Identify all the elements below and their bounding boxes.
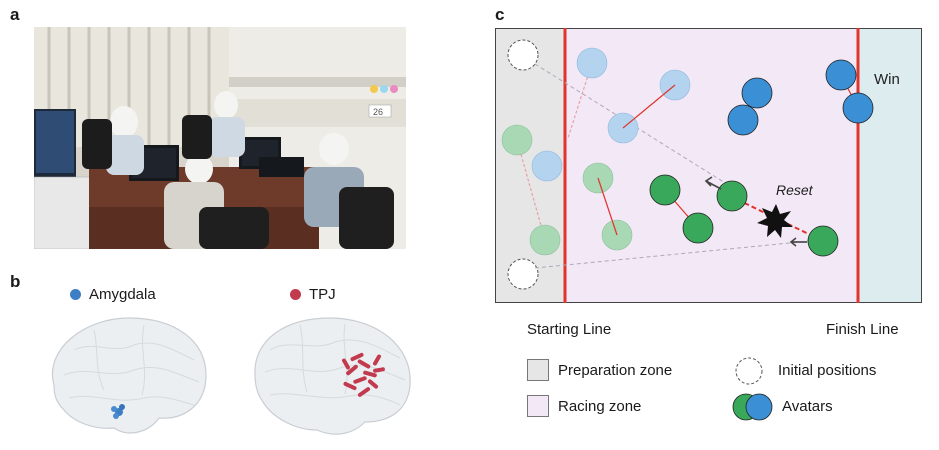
tpj-label: TPJ xyxy=(309,286,336,303)
movement-arrow-icon xyxy=(704,176,722,190)
pair-connector xyxy=(622,84,676,129)
race-arena: Reset Win xyxy=(495,28,922,303)
reset-label: Reset xyxy=(776,182,814,198)
finish-zone xyxy=(858,28,922,303)
tpj-highlight xyxy=(342,352,385,397)
wall-sign-number: 26 xyxy=(373,107,383,117)
avatars-label: Avatars xyxy=(782,398,833,415)
preparation-zone-label: Preparation zone xyxy=(558,362,673,379)
blue-avatar xyxy=(727,104,759,136)
blue-avatar xyxy=(842,92,874,124)
lab-photo-illustration: 26 xyxy=(34,27,406,249)
blue-avatar xyxy=(741,77,773,109)
green-avatar xyxy=(807,225,839,257)
faded-blue-avatar xyxy=(531,150,563,182)
faded-green-avatar xyxy=(501,124,533,156)
initial-positions-swatch xyxy=(735,357,763,385)
racing-zone xyxy=(565,28,858,303)
preparation-zone-swatch xyxy=(527,359,549,381)
legend-item-amygdala: Amygdala xyxy=(70,286,156,303)
brain-tpj xyxy=(254,317,411,435)
racing-zone-swatch xyxy=(527,395,549,417)
avatars-swatch xyxy=(732,393,773,421)
pair-connector xyxy=(597,177,618,236)
green-avatar xyxy=(716,180,748,212)
win-label: Win xyxy=(874,71,900,88)
arena-border xyxy=(495,28,922,303)
lab-photo: 26 xyxy=(34,27,406,249)
initial-position-marker xyxy=(507,258,539,290)
initial-position-marker xyxy=(507,39,539,71)
faded-blue-avatar xyxy=(576,47,608,79)
finish-line-label: Finish Line xyxy=(826,321,899,338)
panel-label-b: b xyxy=(10,272,21,291)
amygdala-label: Amygdala xyxy=(89,286,156,303)
amygdala-dot xyxy=(70,289,81,300)
faded-green-avatar xyxy=(529,224,561,256)
blue-avatar xyxy=(825,59,857,91)
tpj-dot xyxy=(290,289,301,300)
pair-connector xyxy=(516,139,546,241)
trajectory-line xyxy=(534,239,821,269)
green-avatar xyxy=(682,212,714,244)
brain-amygdala xyxy=(51,317,207,434)
green-avatar xyxy=(649,174,681,206)
movement-arrow-icon xyxy=(789,237,807,247)
initial-positions-label: Initial positions xyxy=(778,362,877,379)
collision-star-icon xyxy=(757,204,793,238)
starting-line-label: Starting Line xyxy=(527,321,612,338)
amygdala-highlight xyxy=(111,404,125,419)
racing-zone-label: Racing zone xyxy=(558,398,642,415)
panel-label-c: c xyxy=(495,5,505,24)
panel-label-a: a xyxy=(10,5,20,24)
legend-item-tpj: TPJ xyxy=(290,286,336,303)
pair-connector xyxy=(567,62,593,139)
